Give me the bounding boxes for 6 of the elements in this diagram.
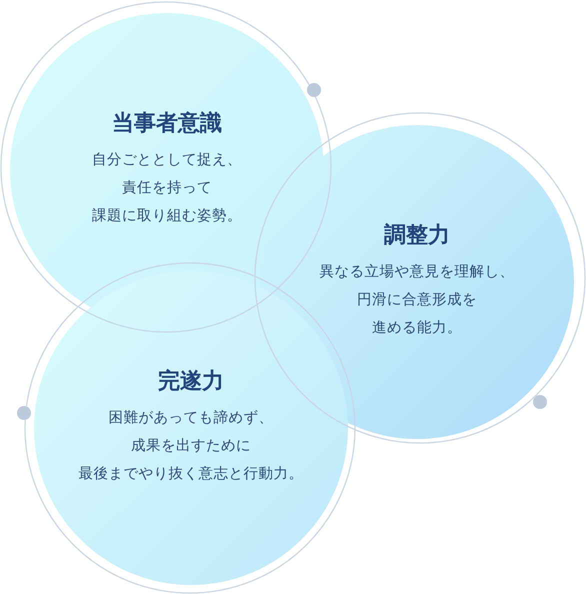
circle-title: 当事者意識 [112, 110, 222, 138]
circle-title: 調整力 [384, 222, 450, 250]
circle-description: 異なる立場や意見を理解し、円滑に合意形成を進める能力。 [320, 262, 514, 338]
circle-description: 困難があっても諦めず、成果を出すために最後までやり抜く意志と行動力。 [78, 409, 304, 484]
circle-description: 自分ごととして捉え、責任を持って課題に取り組む姿勢。 [92, 151, 242, 226]
circle-title: 完遂力 [158, 368, 224, 396]
